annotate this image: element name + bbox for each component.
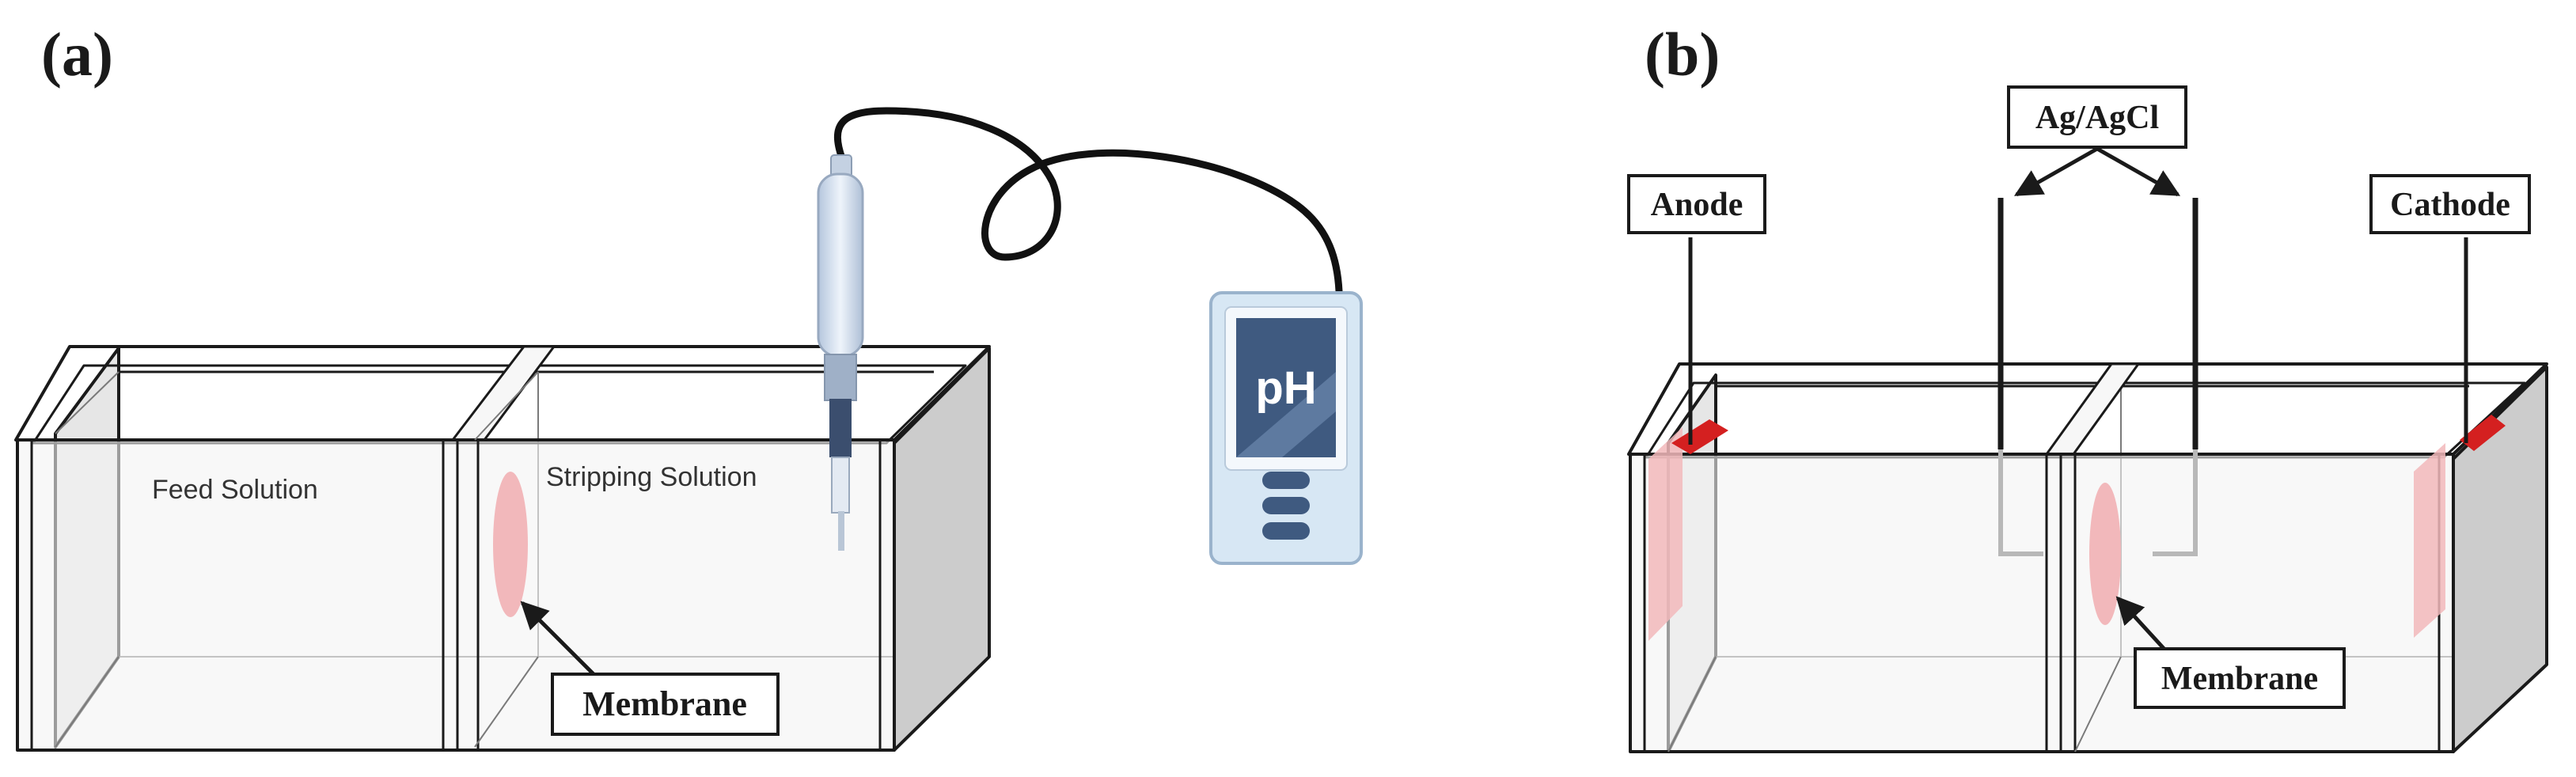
membrane-b-label: Membrane xyxy=(2161,661,2318,697)
panel-b-label: (b) xyxy=(1645,20,1720,89)
reference-label: Ag/AgCl xyxy=(2035,100,2159,136)
meter-button-3 xyxy=(1262,522,1310,540)
feed-solution-label: Feed Solution xyxy=(152,475,318,505)
reference-arrow-right xyxy=(2096,146,2181,197)
tank-b xyxy=(1627,362,2548,753)
reference-box xyxy=(2007,85,2187,149)
reference-electrodes xyxy=(1997,198,2199,556)
meter-display-text: pH xyxy=(1255,362,1316,414)
anode-label: Anode xyxy=(1651,187,1743,223)
ph-meter-icon: pH xyxy=(1209,291,1363,565)
panel-b: (b) xyxy=(1627,20,2548,753)
reference-arrow-left xyxy=(2013,146,2099,197)
membrane-b-arrow xyxy=(2115,596,2170,655)
membrane-a xyxy=(493,472,528,617)
anode-electrode xyxy=(1648,237,1728,641)
panel-a-label: (a) xyxy=(41,20,113,89)
cathode-electrode xyxy=(2414,237,2506,638)
ph-probe-icon xyxy=(817,107,1343,551)
stripping-solution-label: Stripping Solution xyxy=(546,462,757,492)
membrane-a-label: Membrane xyxy=(582,684,747,723)
cathode-box xyxy=(2369,174,2531,234)
membrane-a-box xyxy=(551,673,780,736)
probe-cable xyxy=(833,107,1343,295)
right-side-wall xyxy=(893,347,991,752)
membrane-b-box xyxy=(2134,647,2346,709)
panel-a: (a) xyxy=(14,20,1363,752)
cathode-label: Cathode xyxy=(2390,187,2510,223)
anode-box xyxy=(1627,174,1766,234)
membrane-b xyxy=(2089,483,2121,625)
meter-button-2 xyxy=(1262,497,1310,514)
meter-button-1 xyxy=(1262,472,1310,489)
